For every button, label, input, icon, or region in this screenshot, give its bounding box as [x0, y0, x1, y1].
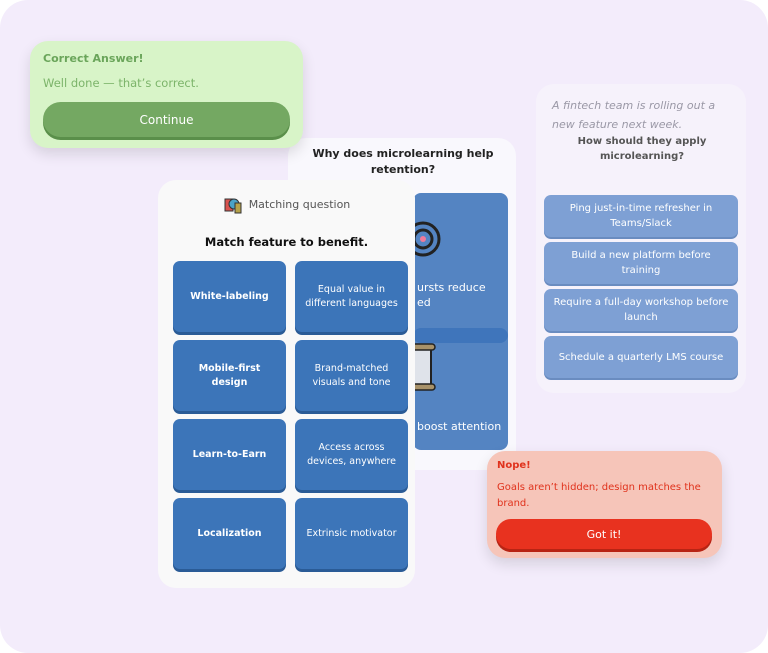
match-tile-left[interactable]: Localization	[173, 498, 286, 569]
feedback-title: Correct Answer!	[43, 52, 144, 65]
match-tile-left[interactable]: Learn-to-Earn	[173, 419, 286, 490]
scenario-text: A fintech team is rolling out a new feat…	[552, 99, 716, 131]
match-tile-right[interactable]: Extrinsic motivator	[295, 498, 408, 569]
card-header: Matching question	[158, 194, 415, 214]
got-it-button[interactable]: Got it!	[496, 519, 712, 549]
match-tile-left[interactable]: White-labeling	[173, 261, 286, 332]
option-button[interactable]: Ping just-in-time refresher in Teams/Sla…	[544, 195, 738, 237]
feedback-message: Well done — that’s correct.	[43, 76, 199, 90]
match-tile-right[interactable]: Brand-matched visuals and tone	[295, 340, 408, 411]
option-button[interactable]: Build a new platform before training	[544, 242, 738, 284]
matching-question-card: Matching question Match feature to benef…	[158, 180, 415, 588]
feedback-message: Goals aren’t hidden; design matches the …	[497, 482, 701, 509]
continue-button[interactable]: Continue	[43, 102, 290, 137]
option-button[interactable]: Schedule a quarterly LMS course	[544, 336, 738, 378]
answer-text: ed	[417, 296, 431, 309]
question-text: Why does microlearning help retention?	[312, 147, 494, 176]
answer-text: ursts reduce	[417, 281, 486, 294]
match-tile-right[interactable]: Equal value in different languages	[295, 261, 408, 332]
match-tile-left[interactable]: Mobile-first design	[173, 340, 286, 411]
match-tile-right[interactable]: Access across devices, anywhere	[295, 419, 408, 490]
question-title: Match feature to benefit.	[204, 235, 369, 249]
answer-tile[interactable]: boost attention	[407, 328, 508, 450]
incorrect-feedback-popup: Nope! Goals aren’t hidden; design matche…	[487, 451, 722, 558]
feedback-title: Nope!	[497, 460, 531, 471]
option-button[interactable]: Require a full-day workshop before launc…	[544, 289, 738, 331]
correct-feedback-popup: Correct Answer! Well done — that’s corre…	[30, 41, 303, 148]
question-type-label: Matching question	[248, 197, 351, 211]
tags-icon	[224, 198, 242, 214]
answer-text: boost attention	[417, 420, 502, 433]
question-text: How should they apply microlearning?	[577, 136, 707, 162]
answer-tile[interactable]: ursts reduce ed	[405, 193, 508, 343]
scenario-question-card: A fintech team is rolling out a new feat…	[536, 84, 746, 393]
